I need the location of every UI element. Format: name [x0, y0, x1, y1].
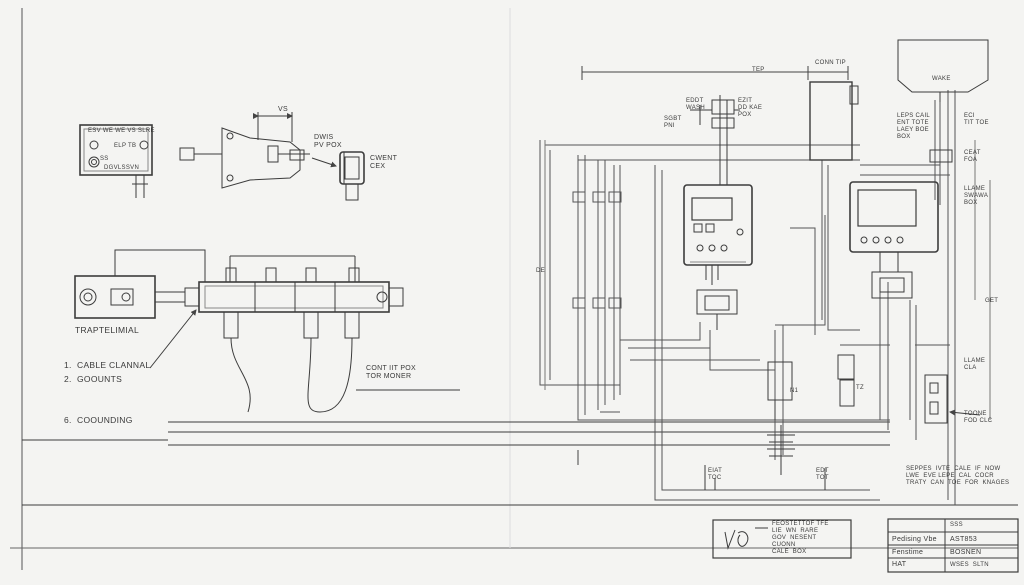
upper-valves [690, 95, 740, 185]
dimension-label-vs: VS [278, 106, 288, 113]
dimension-lines [544, 66, 991, 465]
legend-item-1: 1. CABLE CLANNAL [64, 360, 151, 370]
top-panel [809, 39, 989, 163]
plug-connector [339, 151, 365, 201]
label-toone: TOONE FOD CLC [964, 411, 993, 424]
switch-box-label3: DGVLSSVN [104, 165, 140, 171]
legend-box [712, 519, 852, 559]
title-block-label-3: HAT [892, 561, 907, 568]
label-lame-cla: LLAME CLA [964, 358, 986, 371]
legend-line-1: FEOSTETTOF TFE [772, 521, 829, 527]
label-wake: WAKE [932, 76, 951, 82]
label-bottom-1: EIAT TOC [708, 468, 723, 481]
switch-box-label2: SS [100, 156, 109, 162]
legend-line-5: CALE BOX [772, 549, 807, 555]
legend-line-3: GOV NESENT [772, 535, 817, 541]
switch-box-title: ESV WE WE VS SLRE [88, 128, 155, 134]
label-n1: N1 [790, 388, 799, 394]
switch-box [79, 124, 153, 198]
label-bottom-2: EDT TOT [816, 468, 829, 481]
title-block-value-2: BOSNEN [950, 549, 982, 556]
terminal-strip [74, 249, 460, 413]
label-ezit: EZIT DD KAE POX [738, 98, 763, 118]
note-text: SEPPES IVTE CALE IF NOW LWE EVE LEPE CAL… [906, 466, 1010, 486]
switch-box-label: ELP TB [114, 143, 137, 149]
dimension-label-top: TEP [752, 67, 765, 73]
bracket-connector [179, 112, 337, 189]
title-block-value-1: AST853 [950, 536, 978, 543]
ground-busbars [22, 421, 1018, 506]
inline-components [704, 354, 981, 490]
legend-line-2: LIE WN RARE [772, 528, 819, 534]
dimension-label-left: DE [536, 268, 545, 274]
legend-item-2: 2. GOOUNTS [64, 374, 123, 384]
meter-left [683, 184, 753, 330]
label-eddt: EDDT WASH [686, 98, 705, 111]
label-lame: LLAME SWAWA BOX [964, 186, 989, 206]
legend-item-3: 6. COOUNDING [64, 415, 133, 425]
title-block-label-1: Pedising Vbe [892, 536, 937, 543]
label-cwent: CWENT CEX [370, 155, 398, 170]
dimension-label-right: GET [985, 298, 999, 304]
sheet-frame [10, 8, 1018, 570]
meter-right [849, 181, 939, 299]
legend-line-4: CUONN [772, 542, 796, 548]
label-terminal: TRAPTELIMIAL [75, 325, 140, 335]
label-sgbt: SGBT PNI [664, 116, 682, 129]
label-cont-box: CONT IIT POX TOR MONER [366, 365, 417, 380]
label-eci: ECI TIT TOE [964, 113, 989, 126]
label-leps: LEPS CAIL ENT TOTE LAEY BOE BOX [897, 113, 931, 140]
title-block-header: SSS [950, 522, 963, 528]
pipe-runs [539, 90, 956, 505]
title-block-value-3: WSES SLTN [950, 562, 989, 568]
title-block [887, 518, 1019, 573]
title-block-label-2: Fenstime [892, 549, 924, 556]
label-dwis: DWIS PV POX [314, 134, 342, 149]
label-conn-tip: CONN TIP [815, 60, 846, 66]
label-ceat: CEAT FOA [964, 150, 981, 163]
label-tz: TZ [856, 385, 864, 391]
